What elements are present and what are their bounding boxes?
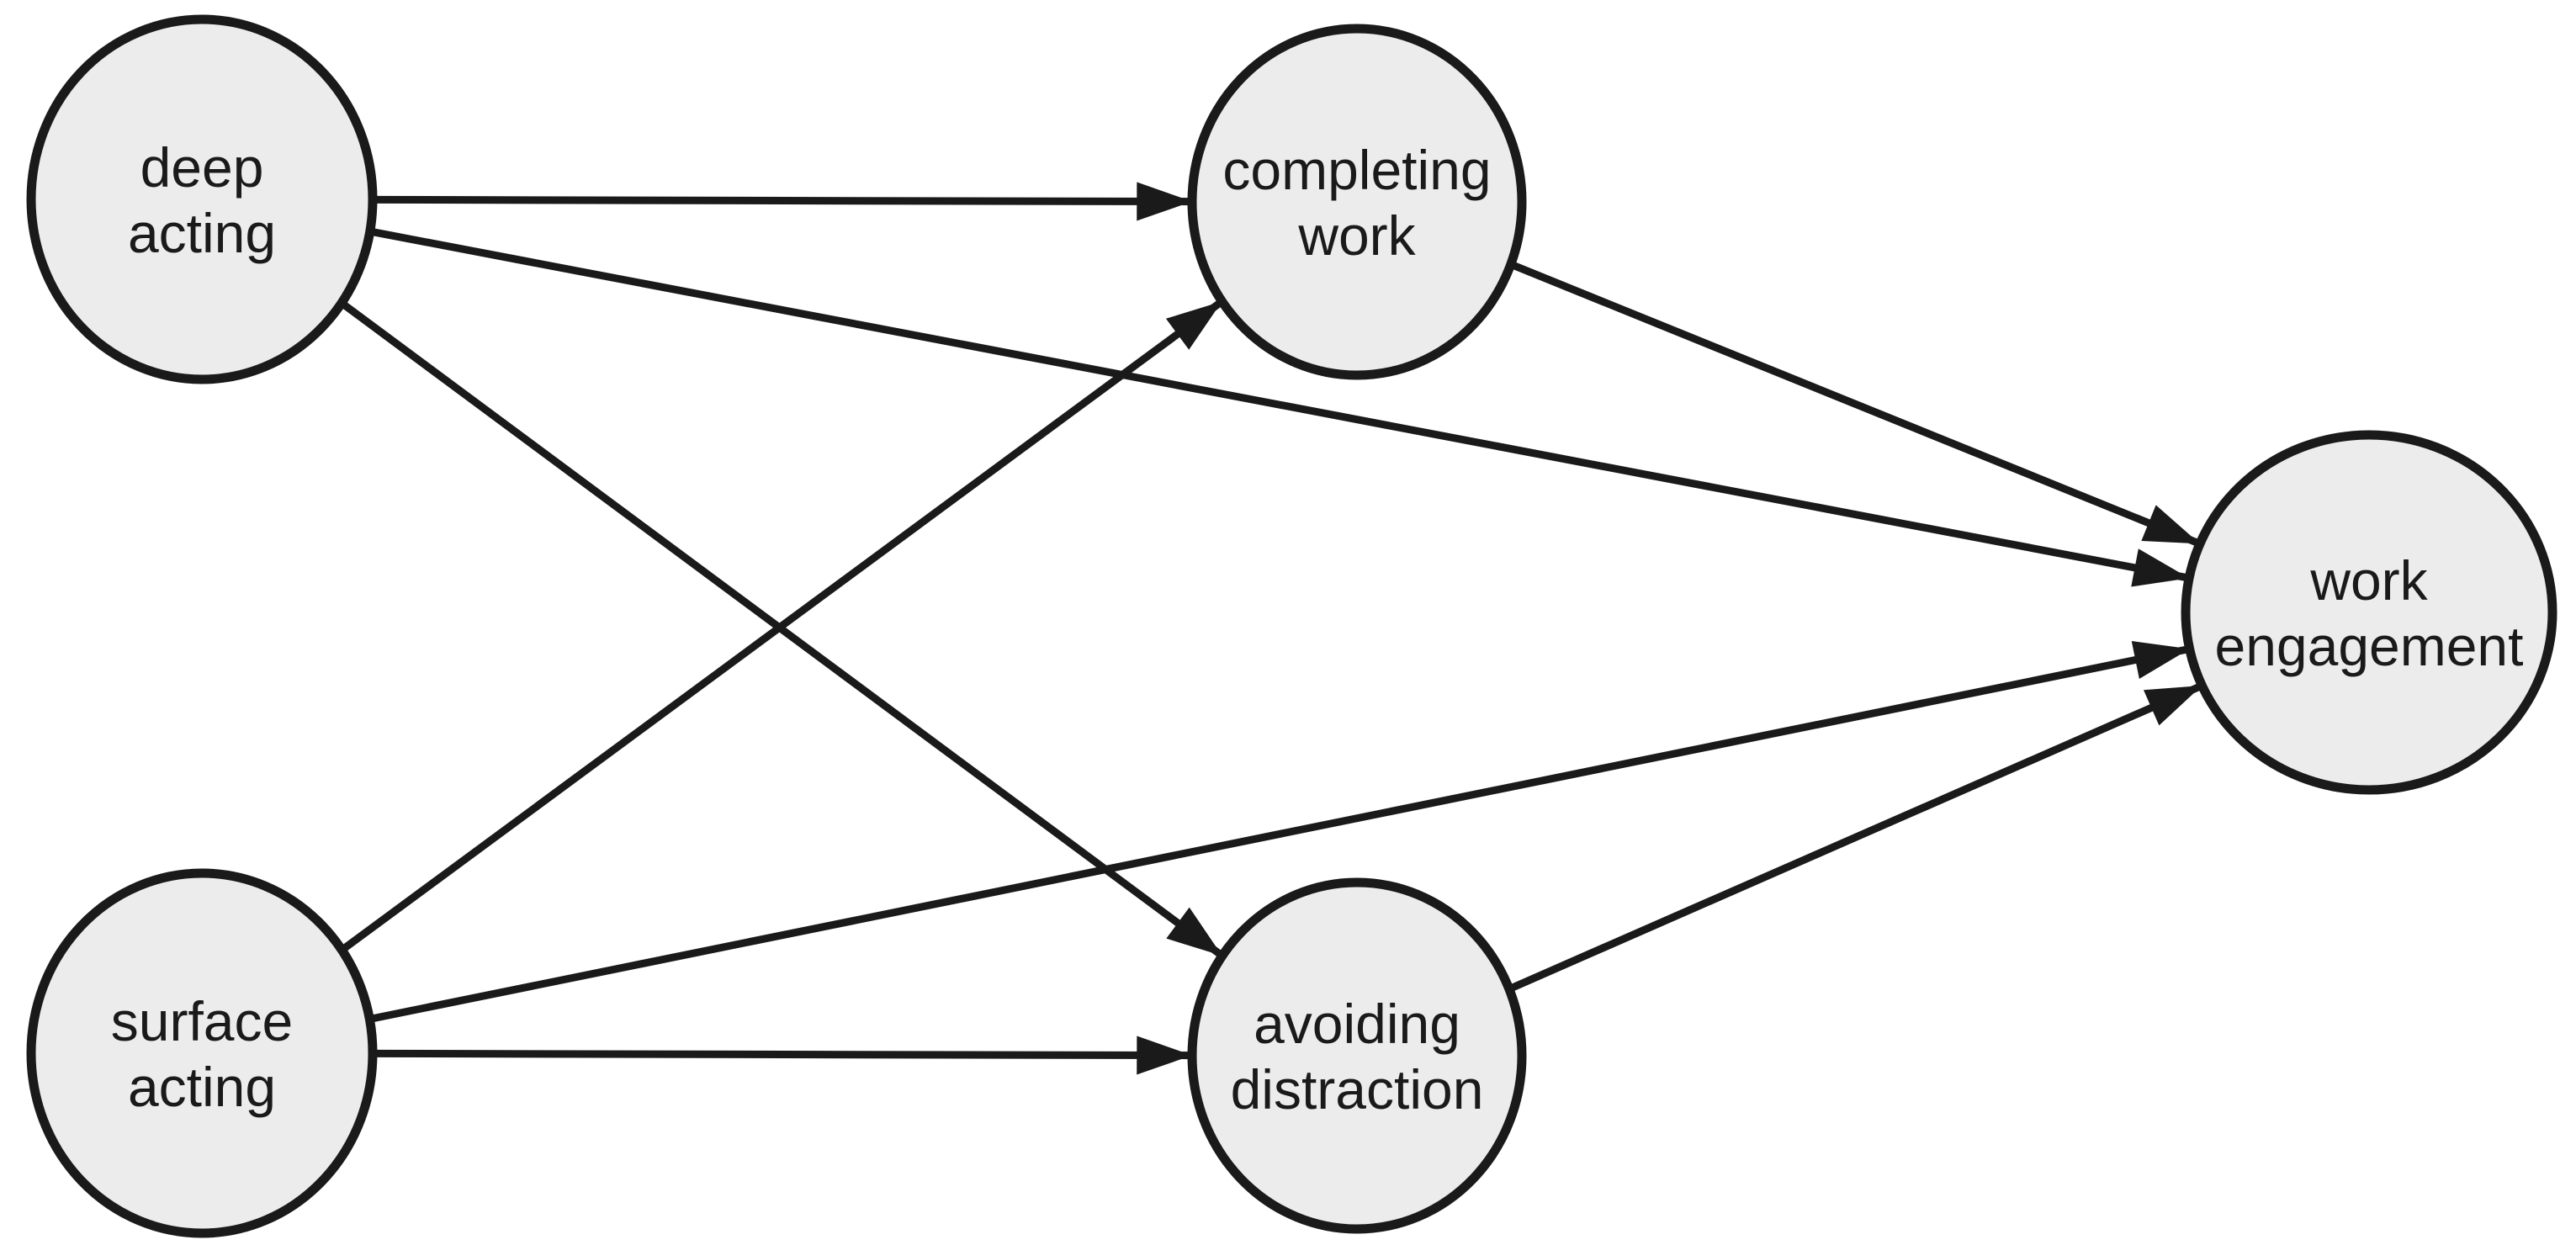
avoiding-distraction-label-line-1: avoiding	[1254, 993, 1460, 1055]
edge-avoiding-distraction-to-work-engagement	[1508, 681, 2204, 993]
edge-surface-acting-to-work-engagement	[368, 640, 2191, 1023]
edge-surface-acting-to-completing-work	[339, 298, 1225, 954]
edge-surface-acting-to-avoiding-distraction	[372, 1036, 1193, 1075]
edge-deep-acting-to-completing-work	[372, 182, 1193, 221]
work-engagement-ellipse	[2181, 430, 2557, 795]
edge-completing-work-to-work-engagement	[1509, 261, 2202, 548]
work-engagement-label-line-1: work	[2309, 549, 2428, 612]
deep-acting-label-line-2: acting	[128, 202, 276, 264]
completing-work-ellipse	[1187, 24, 1527, 380]
completing-work-label-line-2: work	[1297, 204, 1416, 267]
avoiding-distraction-ellipse	[1187, 877, 1527, 1234]
avoiding-distraction-label-line-2: distraction	[1231, 1058, 1484, 1120]
surface-acting-label-line-1: surface	[111, 990, 293, 1052]
deep-acting-ellipse	[26, 14, 378, 384]
deep-acting-label-line-1: deep	[140, 136, 264, 199]
surface-acting-ellipse	[26, 868, 378, 1238]
edge-deep-acting-to-work-engagement	[368, 227, 2190, 587]
completing-work-label-line-1: completing	[1222, 139, 1491, 201]
edge-layer	[339, 182, 2204, 1075]
work-engagement-label-line-2: engagement	[2215, 615, 2524, 677]
surface-acting-label-line-2: acting	[128, 1056, 276, 1118]
